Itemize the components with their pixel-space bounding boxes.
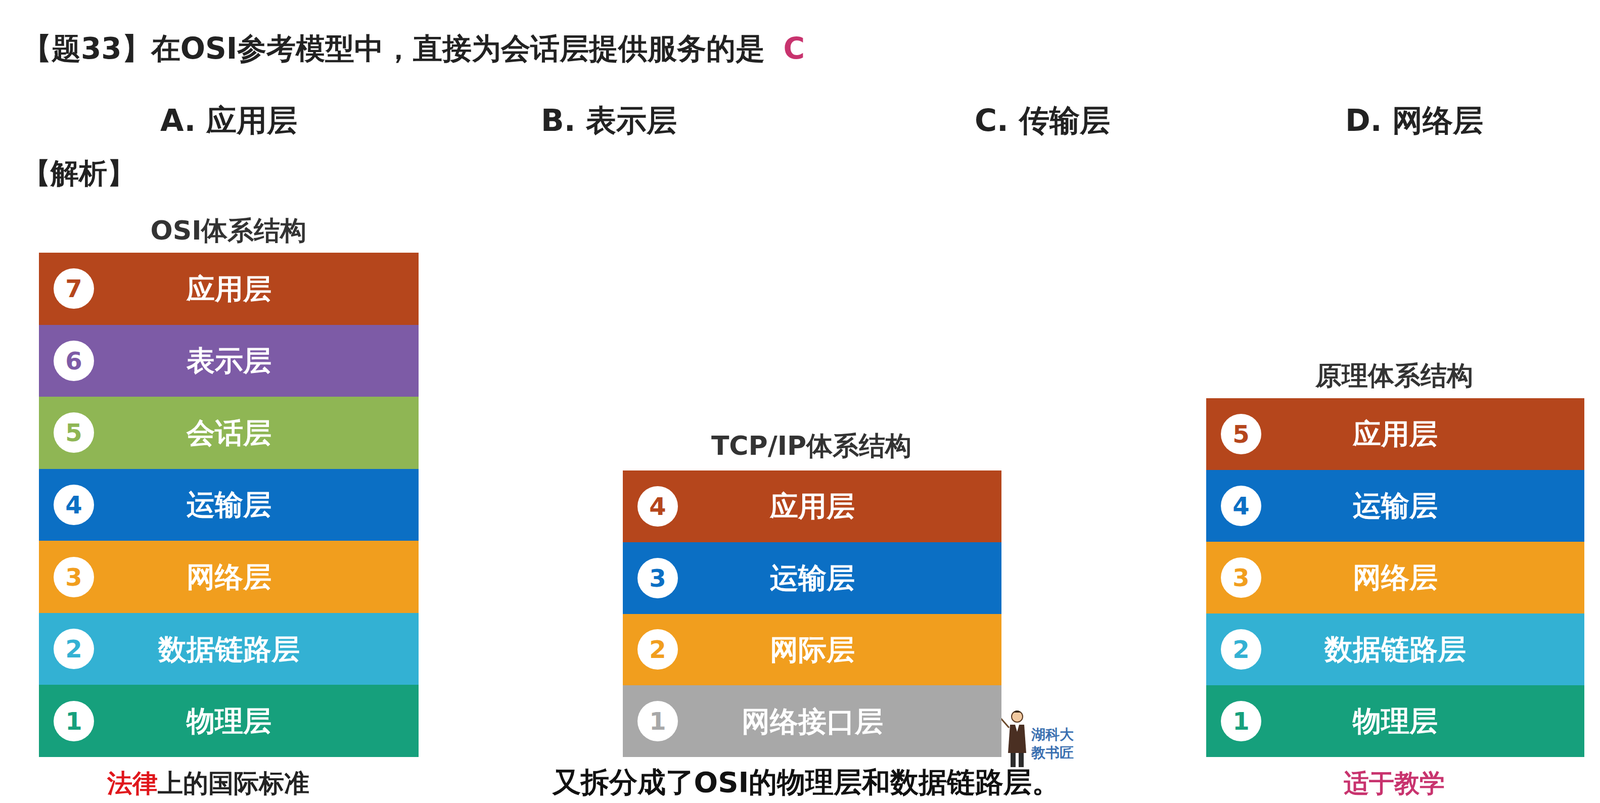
layer-name: 应用层 <box>1352 417 1438 451</box>
layer-name: 表示层 <box>186 343 272 378</box>
layer-number: 5 <box>65 420 82 445</box>
layer-number: 3 <box>1232 565 1250 590</box>
option: D. 网络层 <box>1345 102 1484 139</box>
layer-name: 网络层 <box>186 560 272 594</box>
layer-band: 物理层 1 <box>1206 685 1585 758</box>
layer-number: 1 <box>649 709 666 734</box>
option: A. 应用层 <box>160 102 298 139</box>
layer-band: 数据链路层 2 <box>1206 613 1585 686</box>
layer-name: 数据链路层 <box>158 632 300 667</box>
layer-number-circle: 1 <box>1220 701 1262 742</box>
layer-number: 2 <box>649 637 666 662</box>
layer-number-circle: 3 <box>1220 557 1262 599</box>
layer-name: 运输层 <box>769 561 855 596</box>
caption: 法律 <box>107 768 158 799</box>
layer-name: 会话层 <box>186 416 272 450</box>
layer-number-circle: 2 <box>637 629 678 670</box>
layer-band: 网络接口层 1 <box>622 685 1002 758</box>
layer-number: 6 <box>65 348 82 374</box>
layer-number: 4 <box>649 494 666 519</box>
layer-number-circle: 5 <box>1220 414 1262 455</box>
layer-number-circle: 5 <box>53 412 95 453</box>
layer-number-circle: 3 <box>637 558 678 599</box>
question-title: 【题33】在OSI参考模型中，直接为会话层提供服务的是 <box>22 31 765 67</box>
layer-name: 物理层 <box>1352 704 1438 739</box>
layer-number: 2 <box>1232 637 1250 662</box>
layer-number-circle: 7 <box>53 268 95 309</box>
stack-heading: 原理体系结构 <box>1315 359 1474 392</box>
layer-number-circle: 2 <box>53 628 95 670</box>
layer-number-circle: 4 <box>1220 485 1262 527</box>
layer-number: 1 <box>1232 709 1250 734</box>
layer-name: 网际层 <box>769 632 855 667</box>
layer-number: 4 <box>1232 493 1250 519</box>
layer-band: 应用层 7 <box>38 252 419 326</box>
layer-name: 网络接口层 <box>741 704 884 739</box>
layer-number: 2 <box>65 636 82 662</box>
layer-band: 网络层 3 <box>1206 541 1585 614</box>
layer-band: 物理层 1 <box>38 684 419 758</box>
layer-number-circle: 6 <box>53 340 95 382</box>
layer-number: 3 <box>65 565 82 590</box>
watermark: 教书匠 <box>1031 744 1074 762</box>
layer-number-circle: 1 <box>637 701 678 742</box>
layer-number-circle: 4 <box>53 484 95 526</box>
layer-number-circle: 2 <box>1220 629 1262 670</box>
option: B. 表示层 <box>540 102 677 139</box>
layer-band: 运输层 4 <box>38 469 419 542</box>
layer-name: 网络层 <box>1352 560 1438 595</box>
layer-band: 应用层 5 <box>1206 398 1585 471</box>
layer-name: 应用层 <box>769 489 855 524</box>
layer-number: 5 <box>1232 422 1250 447</box>
answer-letter: C <box>783 31 805 67</box>
layer-band: 运输层 4 <box>1206 470 1585 542</box>
layer-band: 会话层 5 <box>38 396 419 470</box>
layer-band: 表示层 6 <box>38 325 419 398</box>
layer-band: 数据链路层 2 <box>38 613 419 686</box>
stack-heading: OSI体系结构 <box>150 214 307 247</box>
layer-number-circle: 4 <box>637 486 678 527</box>
layer-name: 数据链路层 <box>1324 632 1467 667</box>
stack-heading: TCP/IP体系结构 <box>711 430 912 462</box>
layer-number: 1 <box>65 709 82 734</box>
layer-name: 应用层 <box>186 271 272 306</box>
layer-number: 3 <box>649 566 666 591</box>
subtitle: 又拆分成了OSI的物理层和数据链路层。 <box>552 765 1061 800</box>
option: C. 传输层 <box>974 102 1111 139</box>
caption: 上的国际标准 <box>157 768 310 799</box>
layer-band: 应用层 4 <box>622 470 1002 543</box>
layer-number: 4 <box>65 492 82 518</box>
layer-name: 物理层 <box>186 704 272 739</box>
layer-name: 运输层 <box>1352 488 1438 523</box>
watermark: 湖科大 <box>1031 726 1074 744</box>
caption: 适于教学 <box>1343 768 1445 799</box>
layer-number-circle: 3 <box>53 557 95 598</box>
layer-number: 7 <box>65 276 82 301</box>
section-heading: 【解析】 <box>22 156 136 191</box>
layer-band: 网络层 3 <box>38 540 419 614</box>
layer-band: 网际层 2 <box>622 614 1002 687</box>
layer-band: 运输层 3 <box>622 542 1002 615</box>
layer-number-circle: 1 <box>53 701 95 742</box>
layer-name: 运输层 <box>186 487 272 522</box>
